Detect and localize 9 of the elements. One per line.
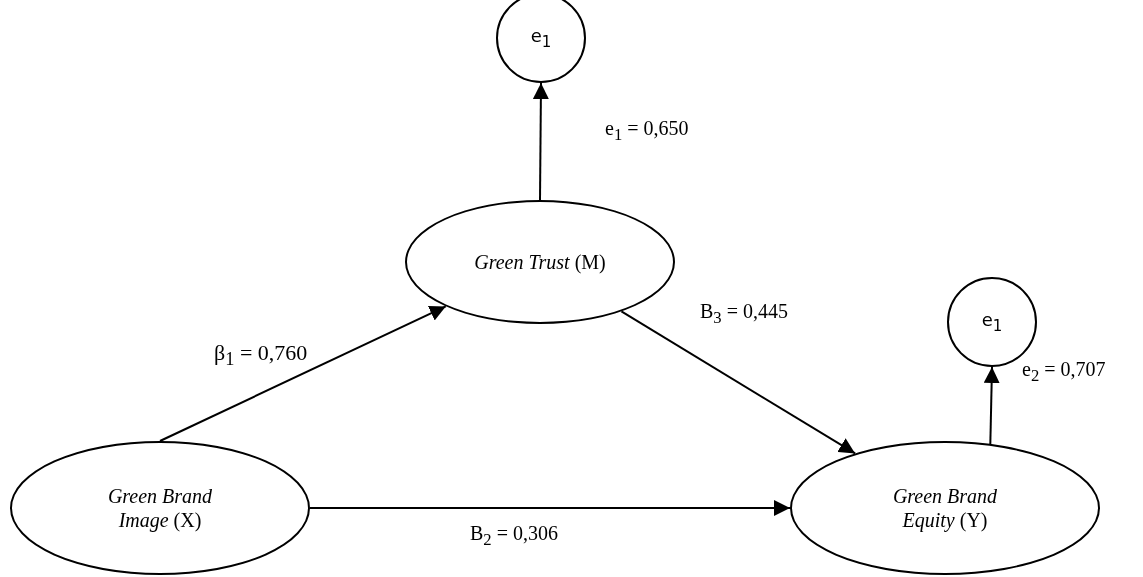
- arrow: [620, 310, 857, 455]
- arrow: [159, 305, 447, 442]
- node-label: Green Trust (M): [474, 250, 606, 274]
- arrow: [532, 82, 549, 201]
- node-label: e$_{1}$: [981, 309, 1003, 335]
- node-label: Green Brand Equity (Y): [891, 484, 999, 532]
- arrow: [309, 500, 791, 516]
- node-label: e$_{1}$: [530, 25, 552, 51]
- node-label: Green Brand Image (X): [106, 484, 214, 532]
